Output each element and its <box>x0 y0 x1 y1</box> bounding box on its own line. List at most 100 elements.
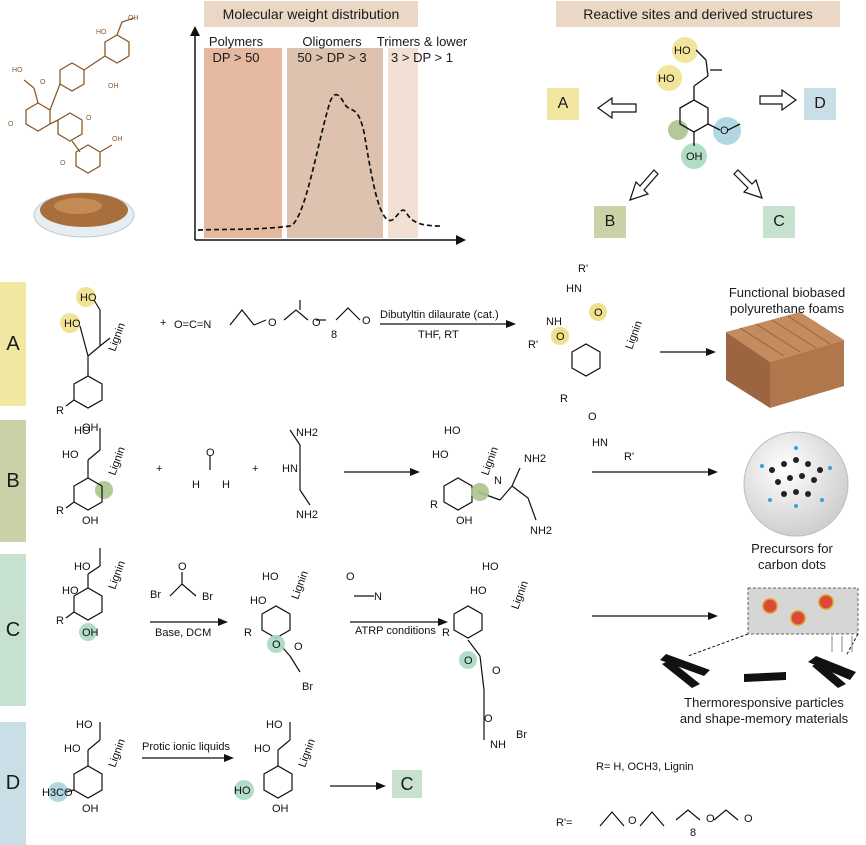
svg-text:O: O <box>362 315 371 327</box>
svg-text:8: 8 <box>331 329 337 341</box>
svg-text:O: O <box>346 571 355 583</box>
svg-text:R': R' <box>528 339 538 351</box>
svg-text:O: O <box>706 813 715 825</box>
svg-text:O: O <box>588 411 597 423</box>
svg-text:HN: HN <box>566 283 582 295</box>
svg-text:HO: HO <box>262 571 279 583</box>
site-B-badge: B <box>594 206 626 238</box>
svg-text:OH: OH <box>82 515 99 527</box>
row-B-band: B <box>0 420 26 542</box>
svg-text:ATRP conditions: ATRP conditions <box>355 625 436 637</box>
methoxy-highlight <box>713 117 741 145</box>
phenol-oh-highlight <box>681 143 707 169</box>
svg-text:O: O <box>744 813 753 825</box>
svg-text:Lignin: Lignin <box>107 737 128 769</box>
arrow-to-B <box>629 169 659 201</box>
svg-text:R: R <box>56 505 64 517</box>
svg-text:R: R <box>56 405 64 417</box>
svg-text:Br: Br <box>202 591 213 603</box>
arrow-to-D <box>759 88 798 112</box>
row-A-band: A <box>0 282 26 406</box>
svg-text:O: O <box>60 160 66 167</box>
arrow-to-C <box>733 169 763 199</box>
svg-text:+: + <box>252 463 258 475</box>
svg-text:O: O <box>556 331 565 343</box>
arrow-to-A <box>596 96 637 120</box>
svg-text:NH2: NH2 <box>296 427 318 439</box>
svg-text:OH: OH <box>272 803 289 815</box>
site-A-badge: A <box>547 88 579 120</box>
svg-text:Protic ionic liquids: Protic ionic liquids <box>142 741 231 753</box>
svg-text:O: O <box>206 447 215 459</box>
svg-text:O: O <box>720 125 729 137</box>
svg-text:HO: HO <box>444 425 461 437</box>
site-C-badge: C <box>763 206 795 238</box>
polyurethane-foam-image <box>726 312 844 408</box>
svg-text:R: R <box>560 393 568 405</box>
thermoresponsive-particles-panel <box>687 587 859 657</box>
svg-text:HO: HO <box>12 67 23 74</box>
svg-text:R': R' <box>578 263 588 275</box>
svg-text:O: O <box>594 307 603 319</box>
svg-text:HO: HO <box>658 73 675 85</box>
svg-text:HN: HN <box>592 437 608 449</box>
polymers-band <box>204 48 282 238</box>
svg-text:O: O <box>628 815 637 827</box>
svg-text:R'=: R'= <box>556 817 572 829</box>
secondary-oh-highlight <box>656 65 682 91</box>
svg-text:R: R <box>442 627 450 639</box>
svg-text:OH: OH <box>112 136 123 143</box>
svg-text:N: N <box>494 475 502 487</box>
svg-text:NH: NH <box>546 316 562 328</box>
row-D-band: D <box>0 722 26 845</box>
svg-text:HO: HO <box>674 45 691 57</box>
svg-text:HO: HO <box>80 292 97 304</box>
svg-text:NH: NH <box>490 739 506 751</box>
svg-text:O: O <box>40 79 46 86</box>
svg-text:Br: Br <box>150 589 161 601</box>
row-C-band: C <box>0 554 26 706</box>
svg-text:R= H, OCH3, Lignin: R= H, OCH3, Lignin <box>596 761 694 773</box>
svg-text:O: O <box>492 665 501 677</box>
svg-text:H: H <box>222 479 230 491</box>
svg-text:O: O <box>272 639 281 651</box>
svg-text:Lignin: Lignin <box>297 737 318 769</box>
svg-text:HO: HO <box>432 449 449 461</box>
svg-text:O: O <box>268 317 277 329</box>
svg-text:HO: HO <box>482 561 499 573</box>
svg-text:HO: HO <box>74 561 91 573</box>
svg-text:Br: Br <box>516 729 527 741</box>
svg-text:NH2: NH2 <box>296 509 318 521</box>
svg-text:O: O <box>8 121 14 128</box>
sites-header: Reactive sites and derived structures <box>556 1 840 27</box>
svg-text:8: 8 <box>690 827 696 839</box>
svg-text:OH: OH <box>456 515 473 527</box>
lignin-structure: OH HO HO O OH O O OH O <box>8 15 139 238</box>
mwd-chart <box>190 26 466 245</box>
svg-text:O=C=N: O=C=N <box>174 319 211 331</box>
svg-text:HO: HO <box>62 585 79 597</box>
svg-text:HO: HO <box>96 29 107 36</box>
svg-text:OH: OH <box>128 15 139 22</box>
svg-text:HO: HO <box>470 585 487 597</box>
svg-text:HO: HO <box>234 785 251 797</box>
svg-text:HO: HO <box>64 743 81 755</box>
mwd-curve <box>197 93 443 231</box>
reactive-sites-structure: HO HO O OH <box>596 37 798 201</box>
svg-text:Br: Br <box>302 681 313 693</box>
svg-text:O: O <box>464 655 473 667</box>
svg-text:R: R <box>244 627 252 639</box>
svg-text:Base, DCM: Base, DCM <box>155 627 211 639</box>
svg-text:N: N <box>374 591 382 603</box>
trimers-band <box>388 48 418 238</box>
